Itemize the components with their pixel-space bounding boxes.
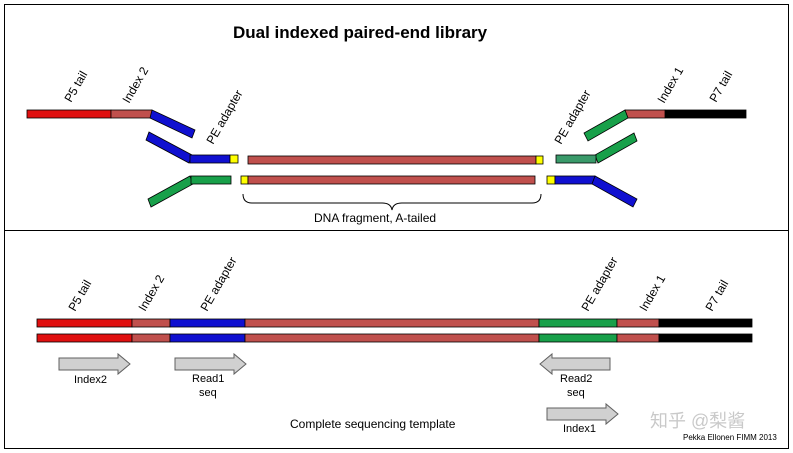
fragment-label: DNA fragment, A-tailed bbox=[314, 211, 436, 225]
p5-tail-bar-upper bbox=[36, 318, 133, 328]
index1-read-arrow bbox=[546, 402, 619, 426]
pe-adapter-blue-upper bbox=[169, 318, 246, 328]
watermark: 知乎 @梨酱 bbox=[650, 411, 745, 431]
right-diag-blue bbox=[591, 175, 638, 208]
left-pe-adapter-green bbox=[190, 175, 232, 185]
index1-read-label: Index1 bbox=[563, 423, 596, 435]
p7-tail-label-bottom: P7 tail bbox=[702, 278, 731, 314]
index2-bar-upper bbox=[131, 318, 171, 328]
fragment-brace bbox=[242, 193, 542, 211]
p5-tail-bar-top bbox=[26, 109, 112, 119]
p5-tail-label-bottom: P5 tail bbox=[65, 278, 94, 314]
right-pe-adapter-green bbox=[555, 154, 597, 164]
index1-bar-lower bbox=[616, 333, 660, 343]
pe-adapter-green-lower bbox=[538, 333, 618, 343]
left-diag-blue-lower bbox=[145, 131, 193, 164]
pe-adapter-blue-lower bbox=[169, 333, 246, 343]
insert-upper bbox=[244, 318, 540, 328]
index2-bar-top bbox=[110, 109, 153, 119]
fragment-bottom-strand bbox=[247, 175, 536, 185]
pe-adapter-right-label-bottom: PE adapter bbox=[578, 254, 620, 313]
index1-bar-top bbox=[624, 109, 666, 119]
p7-tail-bar-upper bbox=[658, 318, 753, 328]
p7-tail-bar-lower bbox=[658, 333, 753, 343]
p5-tail-label-top: P5 tail bbox=[61, 69, 90, 105]
read1-label-line2: seq bbox=[199, 387, 217, 399]
right-pe-adapter-blue bbox=[554, 175, 596, 185]
fragment-top-strand bbox=[247, 155, 537, 165]
credit: Pekka Ellonen FIMM 2013 bbox=[683, 433, 777, 442]
index1-bar-upper bbox=[616, 318, 660, 328]
index2-read-label: Index2 bbox=[74, 374, 107, 386]
read1-arrow bbox=[174, 352, 247, 376]
right-diag-green-lower bbox=[594, 132, 638, 164]
pe-adapter-left-label-bottom: PE adapter bbox=[197, 254, 239, 313]
right-diag-green-upper bbox=[583, 109, 629, 142]
right-t-overhang bbox=[546, 175, 556, 185]
bottom-panel-frame bbox=[4, 230, 789, 449]
read2-arrow bbox=[539, 352, 611, 376]
left-t-overhang bbox=[229, 154, 239, 164]
left-diag-blue-upper bbox=[149, 109, 196, 139]
index2-label-top: Index 2 bbox=[119, 64, 151, 105]
fragment-top-a-tail bbox=[535, 155, 544, 165]
pe-adapter-left-label-top: PE adapter bbox=[203, 87, 245, 146]
index1-label-top: Index 1 bbox=[654, 64, 686, 105]
diagram-title: Dual indexed paired-end library bbox=[233, 23, 488, 42]
template-label: Complete sequencing template bbox=[290, 417, 456, 431]
p7-tail-bar-top bbox=[664, 109, 747, 119]
index2-bar-lower bbox=[131, 333, 171, 343]
left-pe-adapter-blue bbox=[189, 154, 231, 164]
index2-read-arrow bbox=[58, 352, 131, 376]
left-diag-green bbox=[147, 175, 194, 208]
pe-adapter-green-upper bbox=[538, 318, 618, 328]
index1-label-bottom: Index 1 bbox=[636, 272, 668, 313]
insert-lower bbox=[244, 333, 540, 343]
p7-tail-label-top: P7 tail bbox=[706, 69, 735, 105]
index2-label-bottom: Index 2 bbox=[135, 272, 167, 313]
fragment-bottom-a-tail bbox=[240, 175, 249, 185]
read1-label-line1: Read1 bbox=[192, 373, 224, 385]
read2-label-line2: seq bbox=[567, 387, 585, 399]
p5-tail-bar-lower bbox=[36, 333, 133, 343]
read2-label-line1: Read2 bbox=[560, 373, 592, 385]
